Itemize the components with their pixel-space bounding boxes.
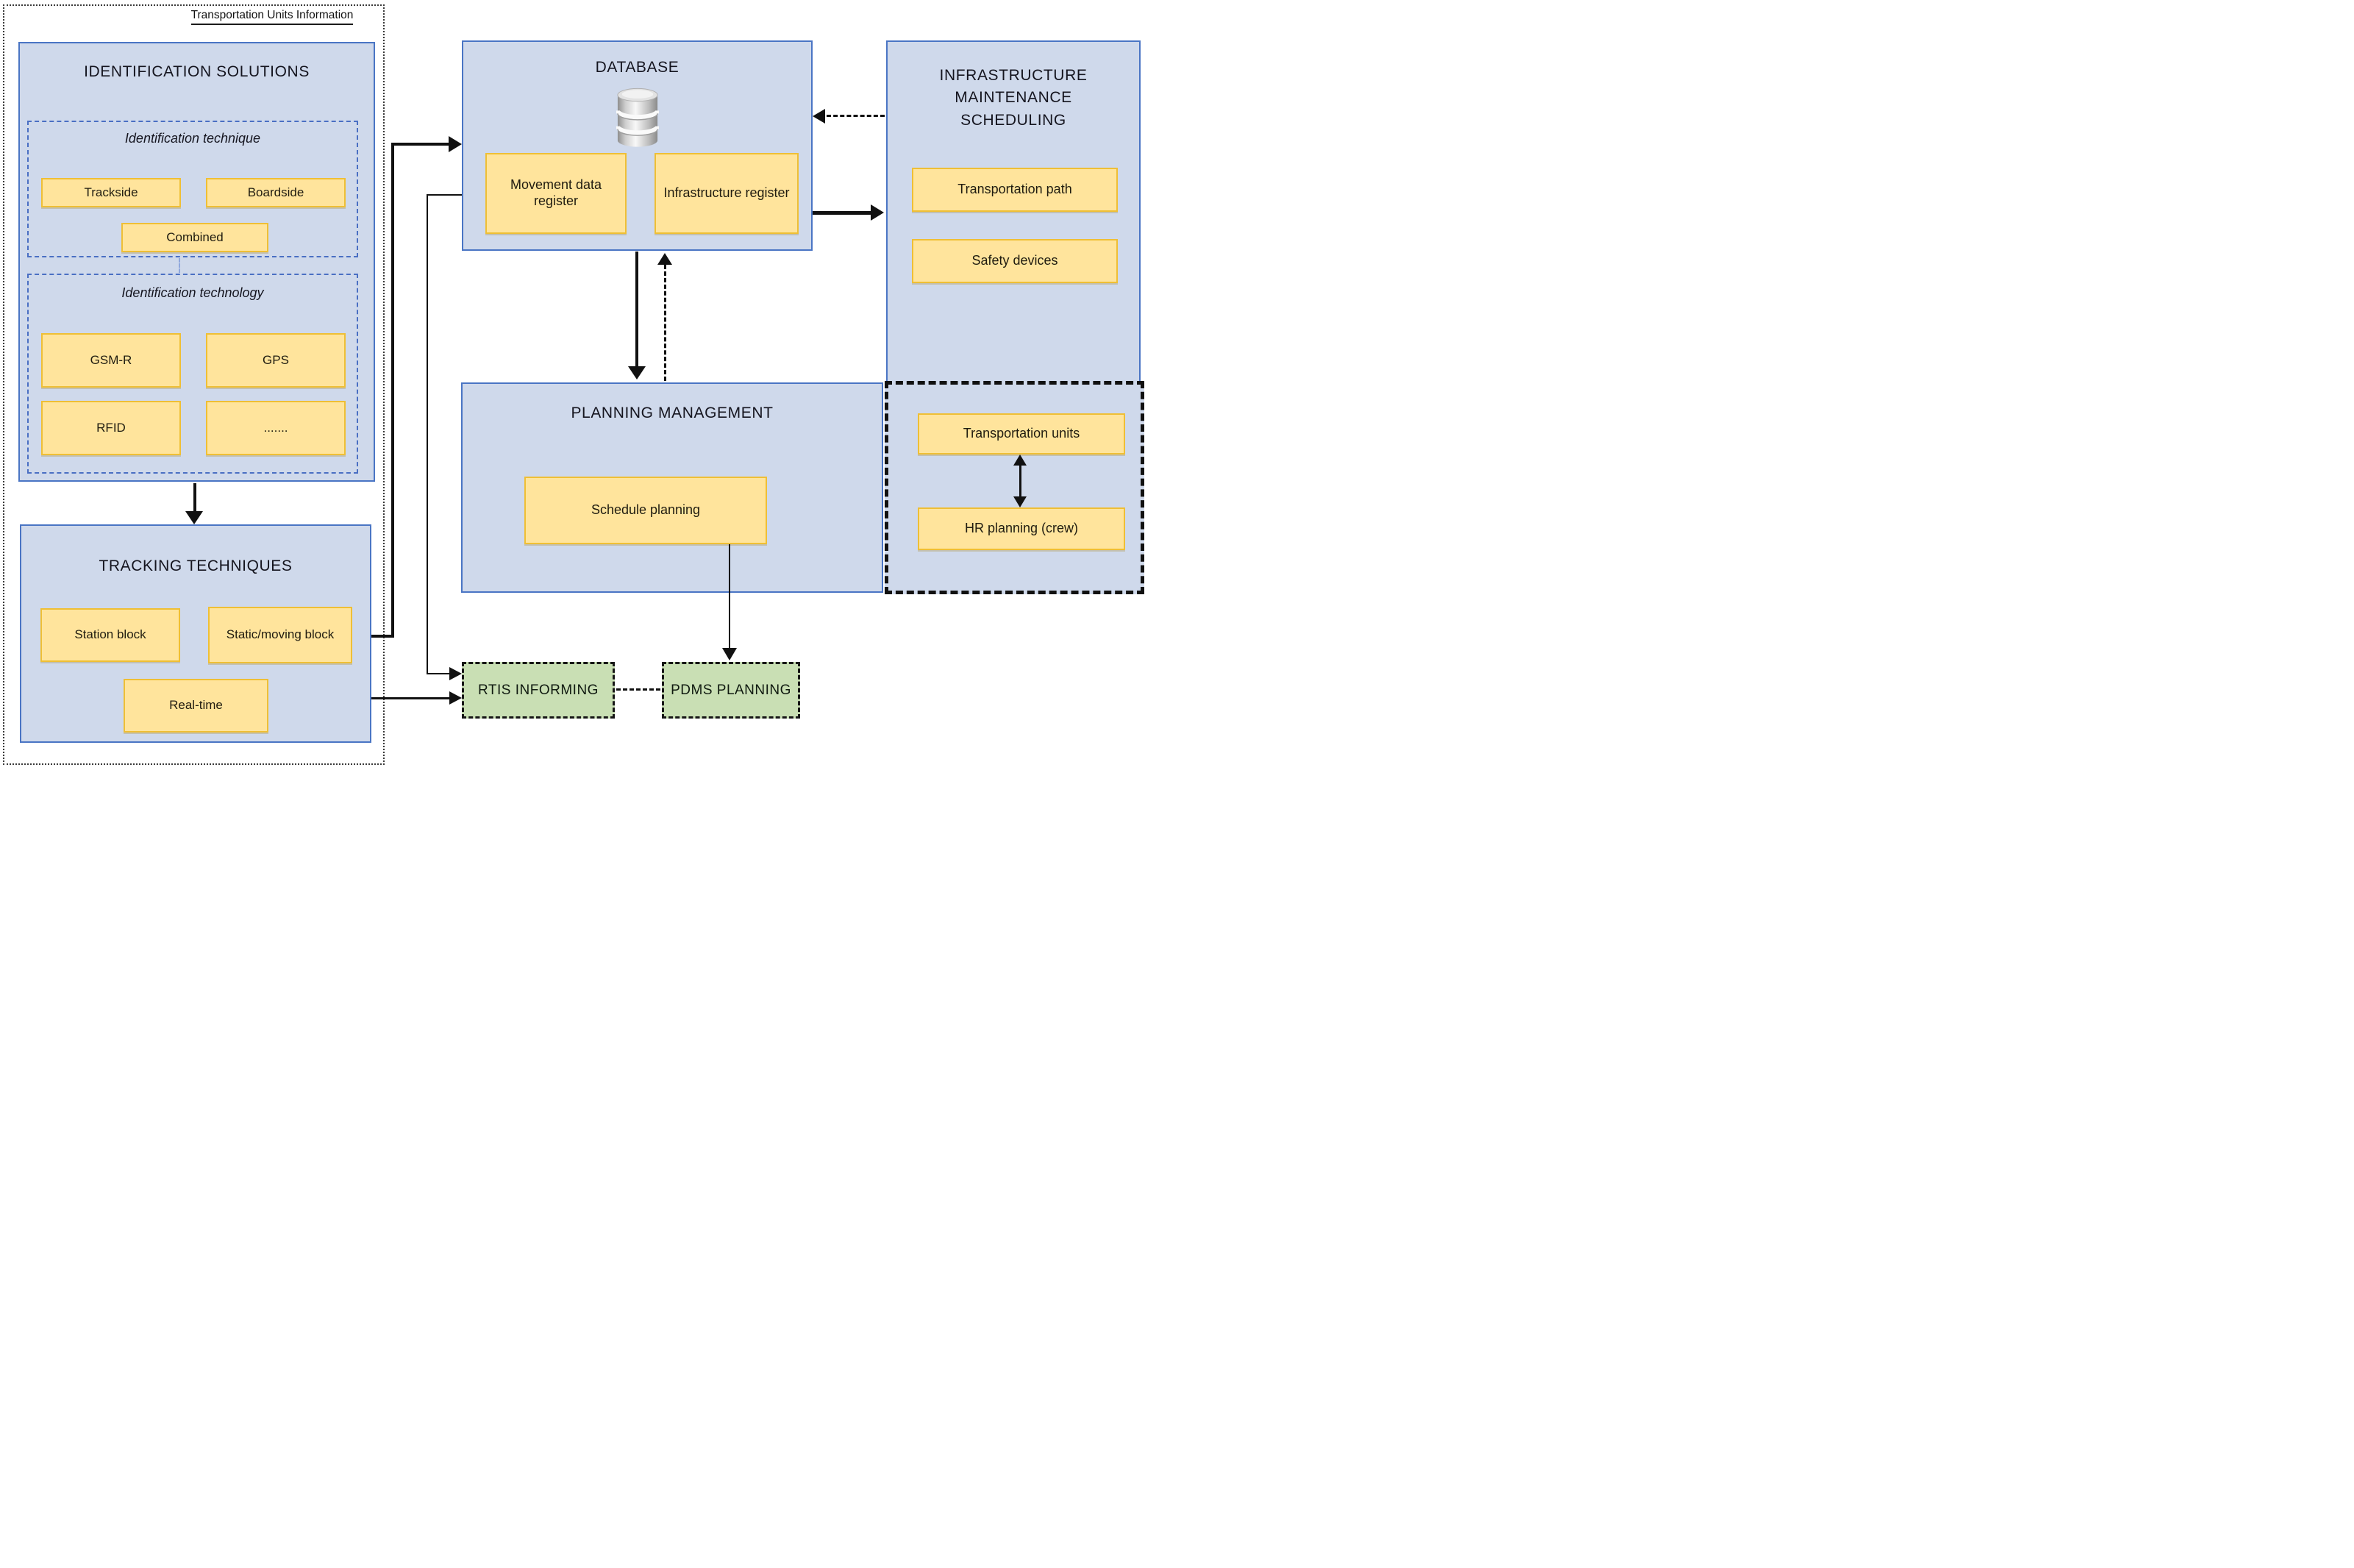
node-hr-planning-crew: HR planning (crew) xyxy=(918,507,1125,550)
node-transportation-path: Transportation path xyxy=(912,168,1118,212)
node-movement-data-register: Movement data register xyxy=(485,153,627,234)
rtis-informing-box: RTIS INFORMING xyxy=(462,662,615,719)
node-safety-devices: Safety devices xyxy=(912,239,1118,283)
node-real-time: Real-time xyxy=(124,679,268,733)
identification-technology-label: Identification technology xyxy=(121,285,264,300)
infrastructure-scheduling-title: INFRASTRUCTURE MAINTENANCE SCHEDULING xyxy=(939,67,1088,129)
node-other-technology: ....... xyxy=(206,401,346,455)
node-transportation-units: Transportation units xyxy=(918,413,1125,455)
node-infrastructure-register: Infrastructure register xyxy=(655,153,799,234)
identification-technique-group xyxy=(27,121,358,257)
database-cylinder-icon xyxy=(616,87,660,149)
transportation-units-container xyxy=(3,4,385,765)
node-static-moving-block: Static/moving block xyxy=(208,607,352,663)
database-title: DATABASE xyxy=(595,59,680,76)
node-gsm-r: GSM-R xyxy=(41,333,181,388)
node-schedule-planning: Schedule planning xyxy=(524,477,767,544)
node-station-block: Station block xyxy=(40,608,180,662)
identification-solutions-title: IDENTIFICATION SOLUTIONS xyxy=(84,63,310,80)
pdms-planning-box: PDMS PLANNING xyxy=(662,662,800,719)
diagram-canvas: Transportation Units Information IDENTIF… xyxy=(0,0,1153,768)
technique-technology-connector xyxy=(179,258,180,273)
node-trackside: Trackside xyxy=(41,178,181,207)
node-combined: Combined xyxy=(121,223,268,252)
container-title: Transportation Units Information xyxy=(190,9,354,25)
node-gps: GPS xyxy=(206,333,346,388)
planning-management-title: PLANNING MANAGEMENT xyxy=(571,405,774,421)
node-boardside: Boardside xyxy=(206,178,346,207)
rtis-pdms-dashed-link xyxy=(616,688,660,691)
tracking-techniques-title: TRACKING TECHNIQUES xyxy=(99,557,293,574)
container-title-wrap: Transportation Units Information xyxy=(165,9,379,25)
identification-technique-label: Identification technique xyxy=(124,131,261,146)
identification-technology-group xyxy=(27,274,358,474)
node-rfid: RFID xyxy=(41,401,181,455)
